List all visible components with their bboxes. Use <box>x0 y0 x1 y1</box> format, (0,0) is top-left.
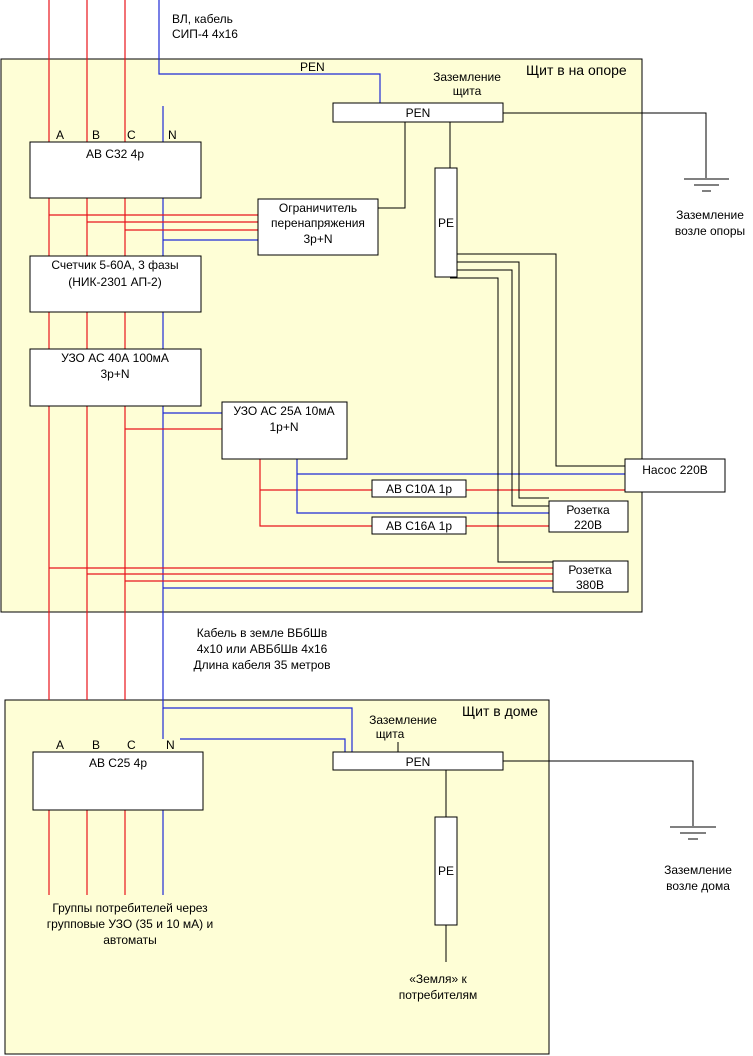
wires-breaker-to-meter <box>48 198 258 256</box>
panel-grounding-label-2: щита <box>453 84 482 98</box>
pump-label: Насос 220В <box>642 463 708 477</box>
house-ground-wires <box>397 742 716 962</box>
rcd-branch-label-2: 1р+N <box>269 420 298 434</box>
feed-label-1: ВЛ, кабель <box>172 12 233 26</box>
house-panel-title: Щит в доме <box>462 703 538 719</box>
rcd-main-label-2: 3р+N <box>100 367 129 381</box>
groups-label-3: автоматы <box>103 933 157 947</box>
pen-bus-house <box>332 751 504 771</box>
cable-label-2: 4х10 или АВБбШв 4х16 <box>197 642 328 656</box>
pe-bus-house <box>434 816 458 926</box>
house-ground-label-2: возле дома <box>666 879 730 893</box>
rcd-branch-box <box>221 401 348 460</box>
breaker-10a-label: АВ С10А 1р <box>386 482 452 496</box>
pole-ground-label-1: Заземление <box>676 208 744 222</box>
main-breaker-label: АВ С32 4р <box>86 147 144 161</box>
house-main-breaker-box <box>32 751 204 811</box>
pole-panel-title: Щит в на опоре <box>526 62 627 78</box>
pump-box <box>624 458 726 493</box>
panel-grounding-label-1: Заземление <box>433 70 501 84</box>
meter-label-2: (НИК-2301 АП-2) <box>68 275 161 289</box>
surge-protector-box <box>257 198 379 256</box>
house-wires <box>48 700 353 895</box>
socket-220-label-1: Розетка <box>566 503 610 517</box>
surge-label-1: Ограничитель <box>279 201 357 215</box>
cable-label-1: Кабель в земле ВБбШв <box>197 626 327 640</box>
house-pen-bus-label: PEN <box>406 755 431 769</box>
house-main-breaker-label: АВ С25 4р <box>89 756 147 770</box>
socket-380-label-2: 380В <box>576 578 604 592</box>
breaker-10a-box <box>371 479 467 498</box>
pen-wire-label: PEN <box>300 60 325 74</box>
rcd-main-label-1: УЗО АС 40А 100мА <box>61 351 169 365</box>
house-phase-c-label: C <box>127 738 136 752</box>
wires-branch-rcd <box>259 459 625 527</box>
pole-ground-label-2: возле опоры <box>675 224 745 238</box>
breaker-16a-box <box>371 516 467 535</box>
house-grounding-label-2: щита <box>376 727 405 741</box>
surge-label-2: перенапряжения <box>271 216 365 230</box>
phase-c-label: C <box>127 128 136 142</box>
house-phase-b-label: B <box>92 738 100 752</box>
house-neutral-label: N <box>166 738 175 752</box>
rcd-branch-label-1: УЗО АС 25А 10мА <box>233 404 334 418</box>
wires-rcd-outputs <box>48 406 553 700</box>
meter-box <box>29 255 202 313</box>
socket-380-label-1: Розетка <box>568 563 612 577</box>
groups-label-2: групповые УЗО (35 и 10 мА) и <box>47 917 213 931</box>
house-pe-bus-label: PE <box>438 864 454 878</box>
groups-label-1: Группы потребителей через <box>52 901 208 915</box>
pe-bus-label: PE <box>438 216 454 230</box>
pen-bus-top <box>332 102 504 123</box>
feed-label-2: СИП-4 4х16 <box>172 27 238 41</box>
socket-380-box <box>552 560 629 593</box>
meter-label-1: Счетчик 5-60А, 3 фазы <box>51 258 178 272</box>
wires-meter-to-rcd <box>48 312 164 349</box>
surge-label-3: 3р+N <box>303 232 332 246</box>
earth-consumers-label-2: потребителям <box>399 988 478 1002</box>
house-phase-a-label: A <box>56 738 64 752</box>
incoming-pen-wire <box>158 0 381 142</box>
earth-consumers-label-1: «Земля» к <box>409 972 467 986</box>
neutral-label: N <box>168 128 177 142</box>
socket-220-label-2: 220В <box>574 518 602 532</box>
house-grounding-label-1: Заземление <box>369 713 437 727</box>
pe-bus-top <box>434 167 458 278</box>
socket-220-box <box>548 500 629 533</box>
wires-ground-top <box>378 112 729 563</box>
phase-a-label: A <box>56 128 64 142</box>
incoming-phase-wires <box>48 0 126 142</box>
pen-bus-label: PEN <box>406 106 431 120</box>
main-breaker-box <box>29 141 202 199</box>
cable-label-3: Длина кабеля 35 метров <box>194 658 331 672</box>
breaker-16a-label: АВ С16А 1р <box>386 519 452 533</box>
phase-b-label: B <box>92 128 100 142</box>
rcd-main-box <box>29 348 202 407</box>
house-ground-label-1: Заземление <box>664 863 732 877</box>
